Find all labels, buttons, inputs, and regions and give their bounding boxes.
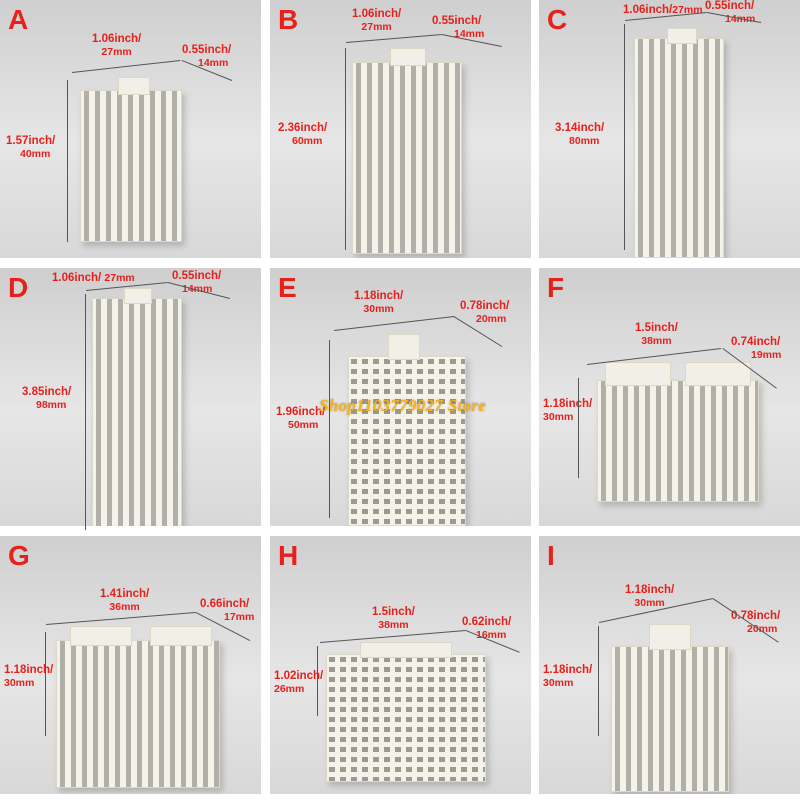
depth-label: 0.66inch/17mm [200, 598, 255, 623]
dimension-line [85, 294, 86, 530]
building-model-d [92, 298, 182, 526]
height-label: 1.57inch/40mm [6, 135, 56, 160]
dimension-line [329, 340, 330, 518]
roof-structure [70, 626, 132, 646]
width-label: 1.5inch/38mm [635, 322, 678, 347]
roof-structure [390, 48, 426, 66]
building-model-e [348, 356, 466, 526]
roof-structure [118, 77, 150, 95]
building-model-a [80, 90, 182, 242]
dimension-line [624, 24, 625, 250]
building-model-g [56, 640, 220, 788]
roof-structure [150, 626, 212, 646]
variant-letter: I [547, 540, 555, 571]
depth-label: 0.55inch/14mm [172, 270, 222, 295]
height-label: 1.18inch/30mm [543, 664, 593, 689]
variant-letter: H [278, 540, 299, 571]
variant-letter: D [8, 272, 29, 303]
depth-label: 0.55inch/14mm [182, 44, 232, 69]
panel-b: B 1.06inch/27mm 0.55inch/14mm 2.36inch/6… [270, 0, 531, 258]
variant-letter: A [8, 4, 29, 35]
building-model-f [597, 380, 759, 502]
dimension-line [578, 378, 579, 478]
panel-e: E 1.18inch/30mm 0.78inch/20mm 1.96inch/5… [270, 268, 531, 526]
width-label: 1.06inch/27mm [92, 33, 142, 58]
width-label: 1.18inch/30mm [625, 584, 675, 609]
building-model-c [634, 38, 724, 258]
building-model-b [352, 62, 462, 254]
variant-letter: B [278, 4, 299, 35]
width-label: 1.5inch/38mm [372, 606, 415, 631]
width-label: 1.06inch/27mm [623, 4, 703, 16]
width-label: 1.06inch/27mm [352, 8, 402, 33]
panel-f: F 1.5inch/38mm 0.74inch/19mm 1.18inch/30… [539, 268, 800, 526]
variant-letter: G [8, 540, 30, 571]
height-label: 3.85inch/98mm [22, 386, 72, 411]
panel-i: I 1.18inch/30mm 0.78inch/20mm 1.18inch/3… [539, 536, 800, 794]
roof-structure [124, 288, 152, 304]
dimension-line [345, 48, 346, 250]
roof-structure [685, 362, 751, 386]
store-watermark: Shop1103779027 Store [318, 396, 487, 415]
width-label: 1.18inch/30mm [354, 290, 404, 315]
panel-d: D 1.06inch/ 27mm 0.55inch/14mm 3.85inch/… [0, 268, 261, 526]
panel-h: H 1.5inch/38mm 0.62inch/16mm 1.02inch/26… [270, 536, 531, 794]
dimension-line [67, 80, 68, 242]
height-label: 2.36inch/60mm [278, 122, 328, 147]
width-label: 1.41inch/36mm [100, 588, 150, 613]
height-label: 1.18inch/30mm [543, 398, 593, 423]
dimension-line [45, 632, 46, 736]
panel-c: C 1.06inch/27mm 0.55inch/14mm 3.14inch/8… [539, 0, 800, 258]
height-label: 1.96inch/50mm [276, 406, 326, 431]
height-label: 1.02inch/26mm [274, 670, 324, 695]
depth-label: 0.78inch/20mm [460, 300, 510, 325]
variant-letter: E [278, 272, 297, 303]
height-label: 1.18inch/30mm [4, 664, 54, 689]
roof-structure [605, 362, 671, 386]
roof-structure [388, 334, 420, 360]
panel-g: G 1.41inch/36mm 0.66inch/17mm 1.18inch/3… [0, 536, 261, 794]
dimension-line [598, 626, 599, 736]
variant-letter: F [547, 272, 565, 303]
building-model-i [611, 646, 729, 792]
depth-label: 0.74inch/19mm [731, 336, 782, 361]
dimension-line [317, 646, 318, 716]
width-label: 1.06inch/ 27mm [52, 272, 135, 284]
roof-structure [667, 28, 697, 44]
roof-structure [360, 642, 452, 658]
variant-letter: C [547, 4, 568, 35]
height-label: 3.14inch/80mm [555, 122, 605, 147]
panel-a: A 1.06inch/27mm 0.55inch/14mm 1.57inch/4… [0, 0, 261, 258]
roof-structure [649, 624, 691, 650]
depth-label: 0.78inch/20mm [731, 610, 781, 635]
building-model-h [326, 654, 486, 782]
depth-label: 0.55inch/14mm [432, 15, 485, 40]
